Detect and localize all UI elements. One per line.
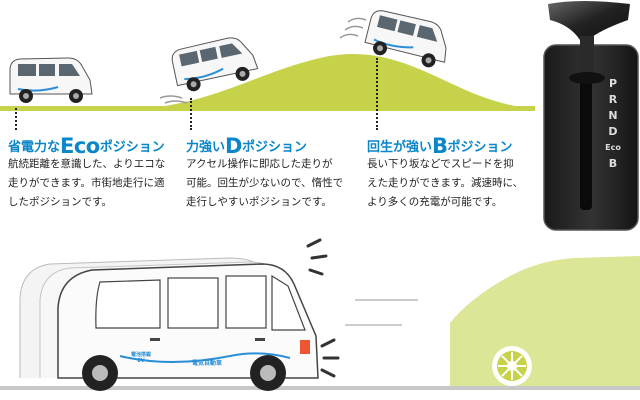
- speed-lines: [345, 299, 418, 326]
- green-car-wheel-icon: [492, 346, 532, 386]
- heading-d: 力強いDポジション: [186, 134, 307, 158]
- van-badge: 電池搭載 EV: [131, 352, 152, 364]
- body-d: アクセル操作に即応した走りが 可能。回生が少ないので、惰性で 走行しやすいポジシ…: [186, 158, 344, 208]
- heading-b: 回生が強いBポジション: [367, 134, 513, 158]
- shift-lever-graphic: [543, 1, 639, 231]
- motion-lines-2: [339, 17, 367, 39]
- leader-line-b: [376, 58, 378, 130]
- shift-pos-d: D: [608, 125, 618, 138]
- van-d-icon: [171, 37, 259, 92]
- shift-pos-n: N: [608, 109, 618, 122]
- shift-pos-p: P: [608, 77, 618, 90]
- body-eco: 航続距離を意識した、よりエコな 走りができます。市街地走行に適 したポジションで…: [8, 158, 166, 208]
- road-line: [0, 386, 640, 390]
- body-b: 長い下り坂などでスピードを抑 えた走りができます。減速時に、 より多くの充電が可…: [367, 158, 524, 208]
- shift-pos-b: B: [608, 157, 618, 170]
- green-hill: [0, 54, 535, 108]
- ground-strip: [0, 106, 535, 111]
- shift-position-labels: P R N D Eco B: [598, 76, 628, 172]
- shift-lever: P R N D Eco B: [540, 0, 640, 235]
- motion-lines-1: [159, 95, 188, 104]
- van-eco-icon: [9, 57, 93, 103]
- van-b-icon: [364, 10, 447, 68]
- shift-pos-r: R: [608, 93, 618, 106]
- brake-light-marks: [306, 238, 340, 378]
- leader-line-d: [190, 98, 192, 130]
- hill-scene: [0, 10, 535, 111]
- heading-eco: 省電力なEcoポジション: [8, 134, 165, 158]
- shift-pos-eco: Eco: [605, 143, 621, 152]
- leader-line-eco: [15, 108, 17, 130]
- main-van-icon: [57, 263, 319, 391]
- van-brand-label: 電気自動車: [192, 360, 223, 367]
- green-car-silhouette: [450, 256, 640, 386]
- bottom-scene: [0, 238, 640, 391]
